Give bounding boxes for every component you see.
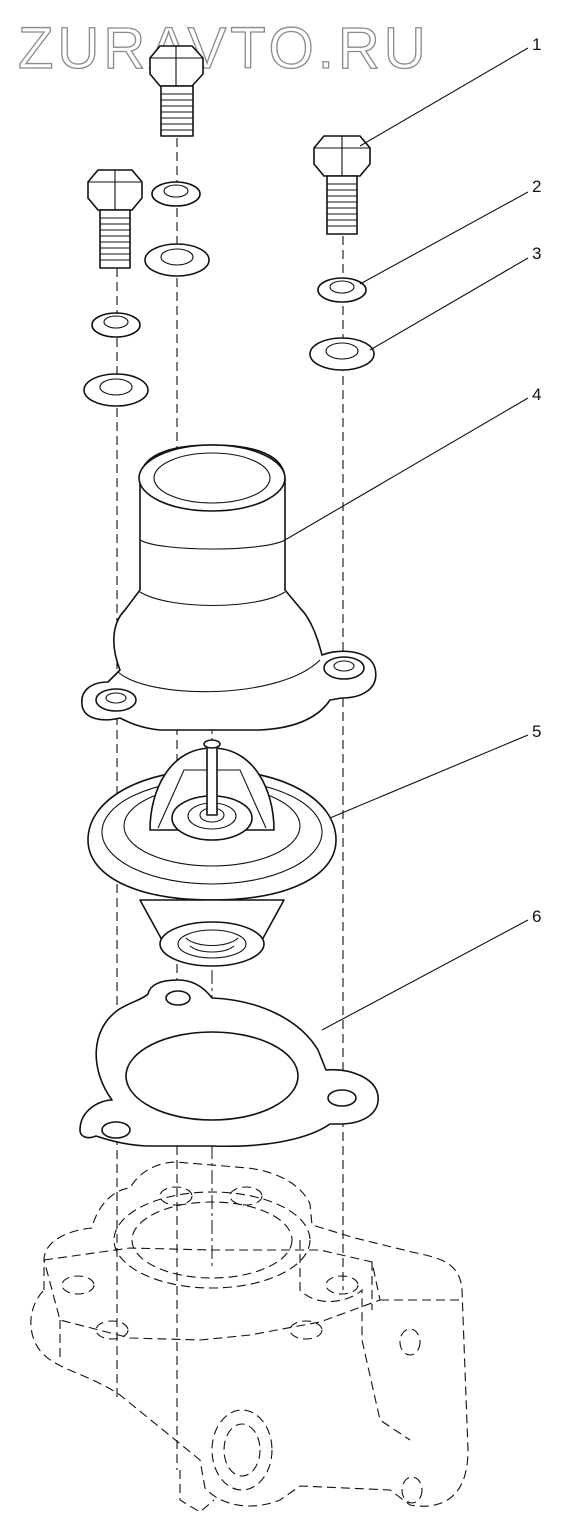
thermostat-housing-cover: [81, 444, 377, 731]
callout-2: 2: [532, 177, 541, 196]
callouts: 1 2 3 4 5 6: [532, 35, 541, 926]
gasket: [79, 979, 379, 1148]
leader-lines: [284, 47, 529, 1031]
flat-washer-left: [83, 373, 149, 407]
flat-washer-upper: [144, 243, 210, 277]
callout-4: 4: [532, 385, 541, 404]
callout-3: 3: [532, 244, 541, 263]
bolt-upper: [149, 45, 204, 137]
spring-washer-left: [91, 312, 141, 338]
spring-washer-right: [317, 277, 367, 303]
callout-5: 5: [532, 722, 541, 741]
watermark-text: ZURAVTO.RU: [18, 16, 430, 81]
bolt-right: [313, 135, 371, 235]
bolt-left: [87, 169, 143, 269]
callout-6: 6: [532, 907, 541, 926]
callout-1: 1: [532, 35, 541, 54]
thermostat: [87, 739, 337, 967]
spring-washer-upper: [151, 181, 201, 207]
flat-washer-right: [309, 337, 375, 371]
thermostat-housing-body: [30, 1161, 469, 1513]
